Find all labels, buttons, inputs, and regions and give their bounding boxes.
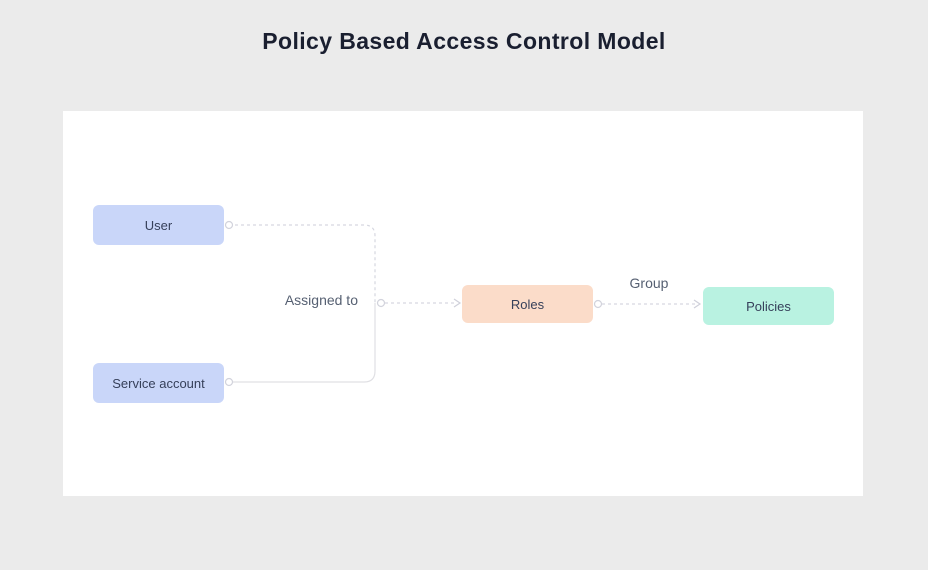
edge-label-group: Group — [629, 275, 669, 291]
arrowhead-roles-icon — [453, 298, 462, 308]
handle-roles-source-icon[interactable] — [593, 299, 603, 309]
node-service-account[interactable]: Service account — [93, 363, 224, 403]
handle-user-source-icon[interactable] — [224, 220, 234, 230]
edge-user-to-roles — [229, 224, 376, 303]
node-user-label: User — [144, 217, 173, 233]
node-policies-label: Policies — [746, 298, 791, 314]
arrowhead-policies-icon — [693, 299, 702, 309]
node-policies[interactable]: Policies — [703, 287, 834, 325]
edge-label-assigned-to: Assigned to — [284, 292, 358, 308]
handle-service-account-source-icon[interactable] — [224, 377, 234, 387]
node-roles-label: Roles — [510, 296, 545, 312]
diagram-canvas: User Service account Roles Policies Assi… — [63, 111, 863, 496]
edges-layer — [224, 220, 702, 387]
node-service-account-label: Service account — [112, 375, 205, 391]
node-user[interactable]: User — [93, 205, 224, 245]
page-title: Policy Based Access Control Model — [262, 28, 666, 54]
node-roles[interactable]: Roles — [462, 285, 593, 323]
edge-service-account-to-roles — [229, 303, 376, 383]
handle-junction-source-icon[interactable] — [376, 298, 386, 308]
